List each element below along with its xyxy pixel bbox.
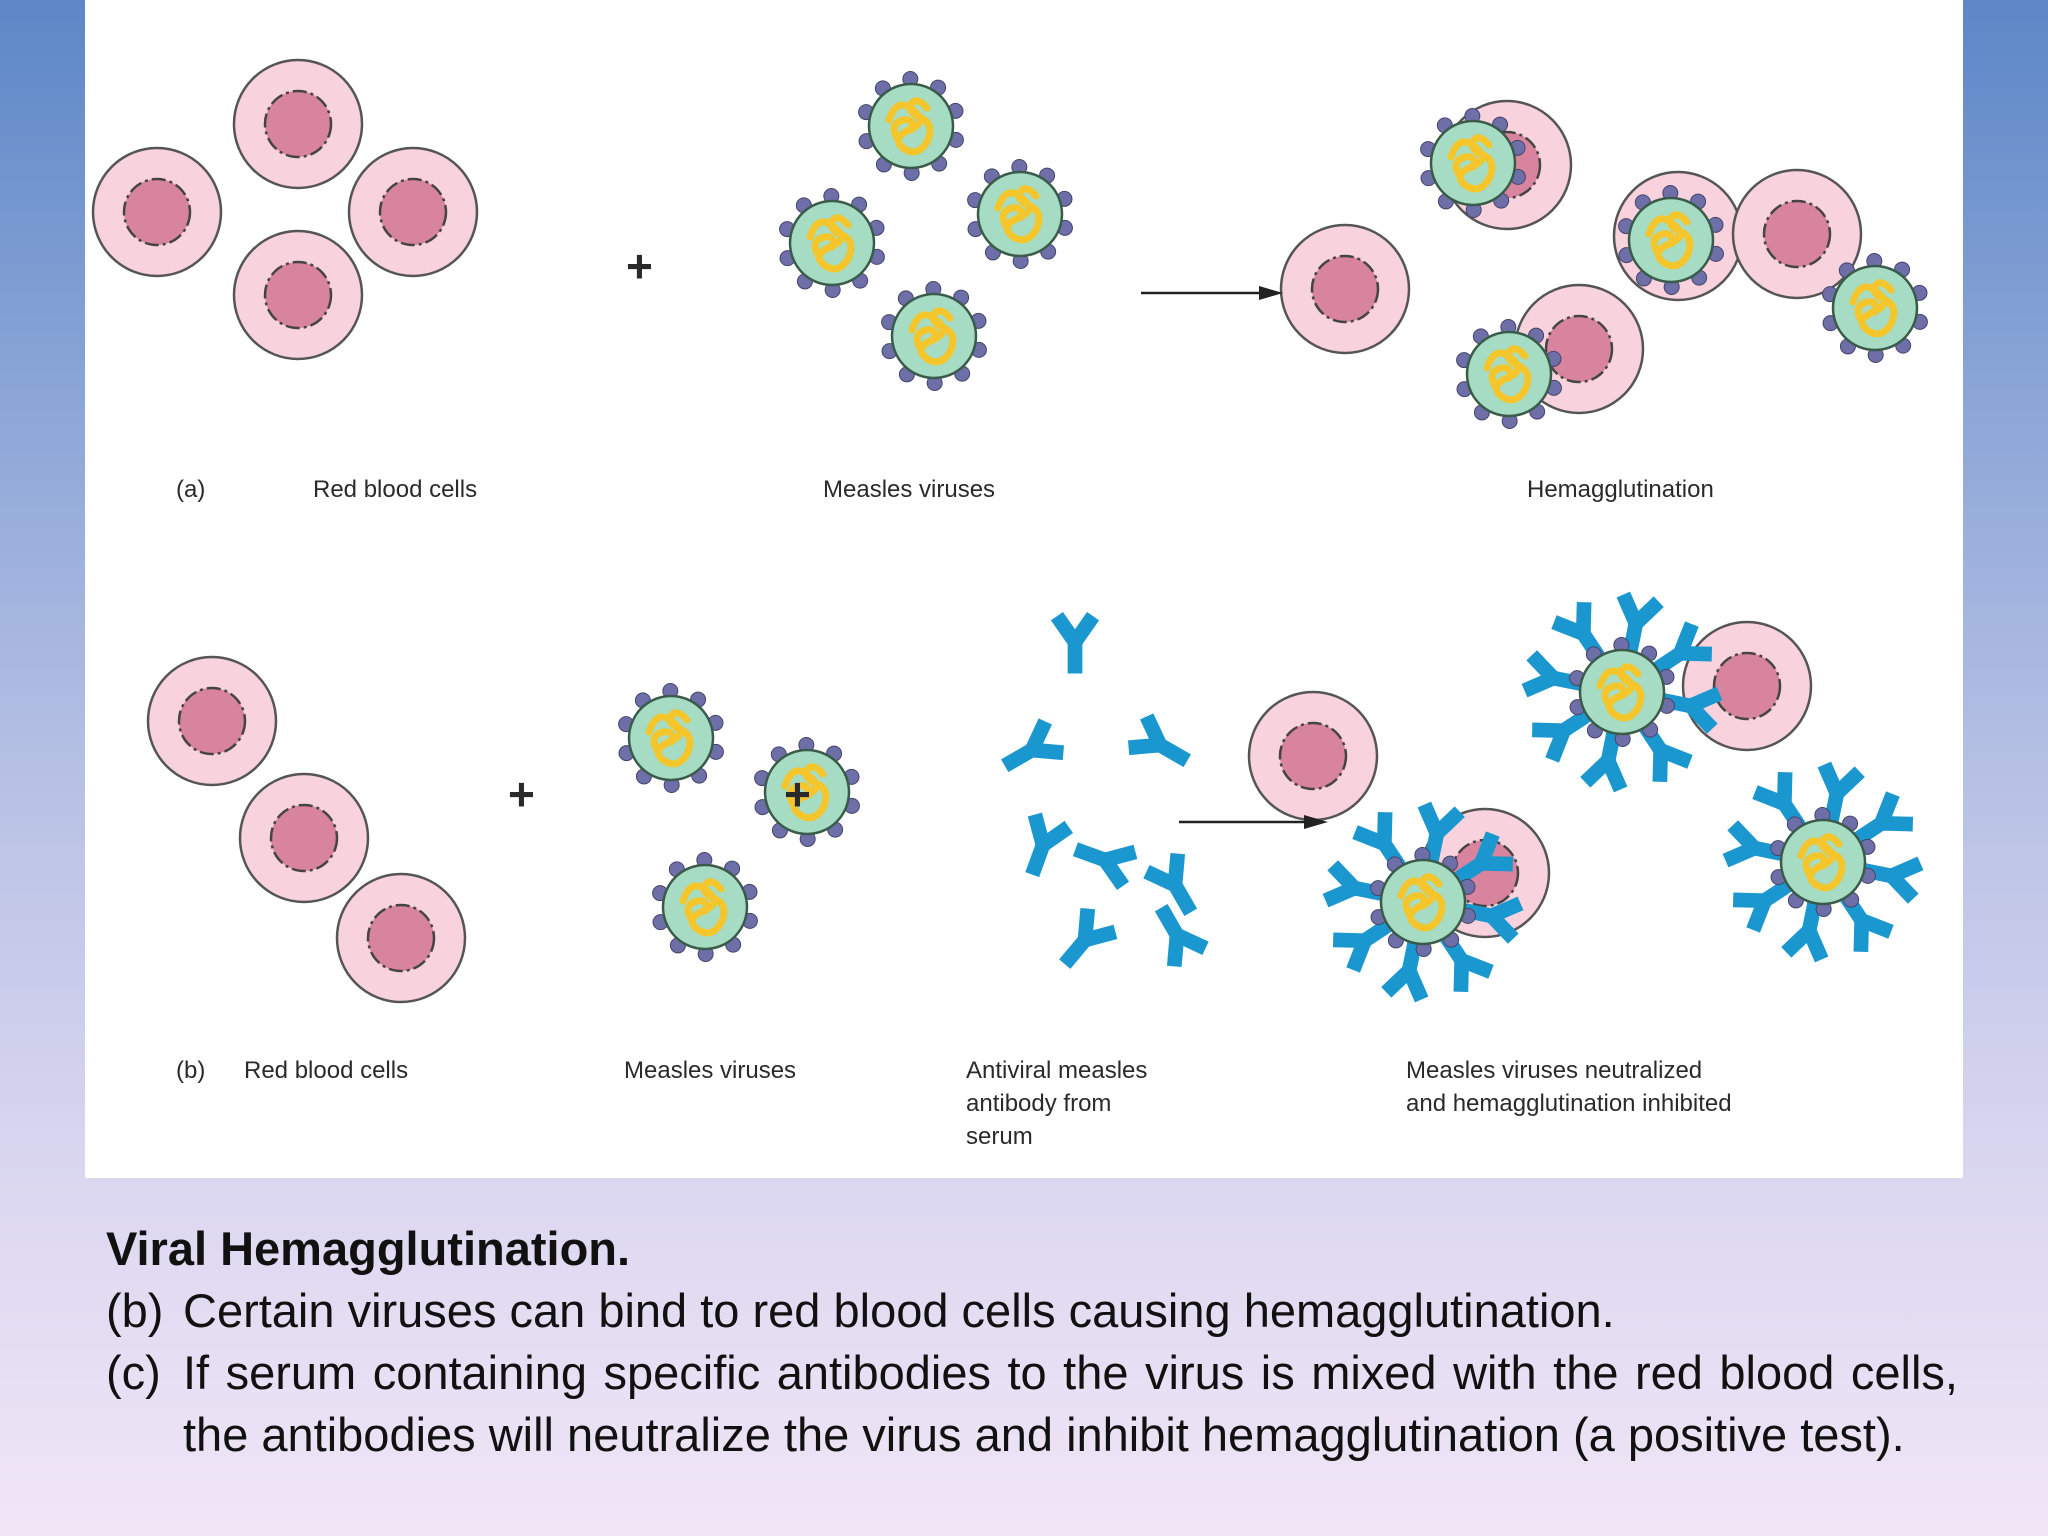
antibody xyxy=(1127,713,1191,768)
red-blood-cell xyxy=(347,146,479,278)
panel-b-measles-viruses xyxy=(618,683,860,962)
panel-b-tag: (b) xyxy=(176,1057,206,1084)
panel-a-measles-viruses xyxy=(779,71,1073,391)
caption-item-b: (b) Certain viruses can bind to red bloo… xyxy=(106,1280,1958,1342)
caption-item-tag: (c) xyxy=(106,1346,161,1399)
caption-item-text: Certain viruses can bind to red blood ce… xyxy=(183,1284,1615,1337)
antibody xyxy=(1332,917,1395,973)
measles-virus xyxy=(652,852,758,962)
measles-virus xyxy=(881,281,987,391)
panel-a-plus-sign: + xyxy=(626,240,653,292)
red-blood-cell xyxy=(91,146,223,278)
panel-b-red-blood-cells xyxy=(146,655,467,1004)
antibody xyxy=(1025,812,1074,878)
caption-item-c: (c) If serum containing specific antibod… xyxy=(106,1342,1958,1466)
measles-virus xyxy=(1420,108,1526,218)
measles-virus xyxy=(1456,319,1562,429)
panel-a-virus-label: Measles viruses xyxy=(823,476,996,503)
red-blood-cell xyxy=(232,229,364,361)
panel-b-rbc-label: Red blood cells xyxy=(244,1057,409,1084)
panel-b-antibody-label-line-2: antibody from xyxy=(966,1090,1112,1117)
red-blood-cell xyxy=(238,772,370,904)
red-blood-cell xyxy=(1731,168,1863,300)
antibody xyxy=(1059,907,1118,969)
antibody xyxy=(1001,718,1065,773)
measles-virus xyxy=(1618,185,1724,295)
panel-a-rbc-label: Red blood cells xyxy=(313,476,478,503)
neutralized-virus xyxy=(1521,591,1723,793)
reaction-arrow xyxy=(1141,286,1283,300)
antibody xyxy=(1154,904,1209,968)
measles-virus xyxy=(1370,847,1476,957)
measles-virus xyxy=(618,683,724,793)
caption-item-tag: (b) xyxy=(106,1284,164,1337)
antibody xyxy=(1781,898,1829,963)
red-blood-cell xyxy=(1279,223,1411,355)
hemagglutination-figure: + + + (a) Red blood cells Measles viruse… xyxy=(85,0,1963,1178)
red-blood-cell xyxy=(232,58,364,190)
antibody xyxy=(1722,820,1787,868)
panel-a-red-blood-cells xyxy=(91,58,479,361)
measles-virus xyxy=(967,159,1073,269)
panel-b-virus-label: Measles viruses xyxy=(624,1057,797,1084)
panel-b-neutralized-result xyxy=(1247,591,1924,1003)
antibody xyxy=(1050,611,1100,674)
measles-virus xyxy=(1569,637,1675,747)
panel-b-plus-sign-1: + xyxy=(508,768,535,820)
antibody xyxy=(1417,801,1465,866)
panel-b-result-label-line-1: Measles viruses neutralized xyxy=(1406,1057,1703,1084)
neutralized-virus xyxy=(1322,801,1524,1003)
caption-item-text: If serum containing specific antibodies … xyxy=(183,1346,1958,1461)
reaction-arrows xyxy=(1141,286,1328,829)
panel-a-result-label: Hemagglutination xyxy=(1527,476,1714,503)
reaction-arrow xyxy=(1179,815,1328,829)
antibody xyxy=(1072,842,1138,891)
panel-b-antibodies xyxy=(1001,611,1209,969)
panel-b-result-label-line-2: and hemagglutination inhibited xyxy=(1406,1090,1732,1117)
panel-b-antibody-label-line-1: Antiviral measles xyxy=(966,1057,1148,1084)
red-blood-cell xyxy=(146,655,278,787)
measles-virus xyxy=(754,737,860,847)
panel-b-plus-sign-2: + xyxy=(784,768,811,820)
neutralized-virus xyxy=(1722,761,1924,963)
red-blood-cell xyxy=(1681,620,1813,752)
caption: Viral Hemagglutination. (b) Certain viru… xyxy=(106,1218,1958,1466)
red-blood-cell xyxy=(335,872,467,1004)
red-blood-cell xyxy=(1247,690,1379,822)
measles-virus xyxy=(1770,807,1876,917)
panel-a-hemagglutination-cluster xyxy=(1279,99,1928,429)
measles-virus xyxy=(779,188,885,298)
panel-a-tag: (a) xyxy=(176,476,206,503)
antibody xyxy=(1580,728,1628,793)
antibody xyxy=(1521,650,1586,698)
figure-artwork xyxy=(91,58,1928,1004)
measles-virus xyxy=(858,71,964,181)
caption-title: Viral Hemagglutination. xyxy=(106,1222,631,1275)
measles-virus xyxy=(1822,253,1928,363)
panel-b-antibody-label-line-3: serum xyxy=(966,1123,1033,1150)
antibody xyxy=(1143,852,1198,916)
